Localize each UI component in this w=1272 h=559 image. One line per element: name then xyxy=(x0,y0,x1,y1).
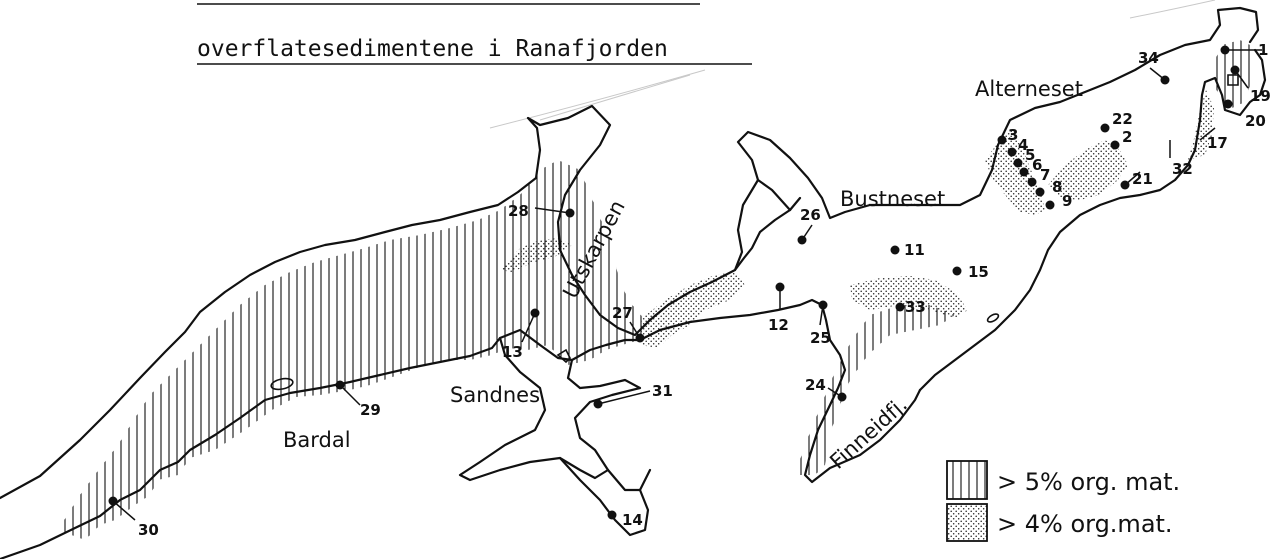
station-marker xyxy=(895,302,905,312)
zone-dotted xyxy=(500,90,1214,348)
title-line-2: overflatesedimentene i Ranafjorden xyxy=(197,36,668,62)
station-label: 12 xyxy=(768,316,789,334)
coastline xyxy=(0,6,1267,559)
legend-label-hatched: > 5% org. mat. xyxy=(997,468,1180,496)
map-title: overflatesedimentene i Ranafjorden xyxy=(197,3,752,65)
station-marker xyxy=(1007,147,1017,157)
station-marker xyxy=(1019,167,1029,177)
station-label: 5 xyxy=(1025,146,1035,164)
station-label: 25 xyxy=(810,329,831,347)
station-label: 4 xyxy=(1018,136,1028,154)
legend: > 5% org. mat. > 4% org.mat. xyxy=(946,460,1180,542)
station-label: 21 xyxy=(1132,170,1153,188)
place-alterneset: Alterneset xyxy=(975,77,1083,101)
station-marker xyxy=(1223,99,1233,109)
station-label: 28 xyxy=(508,202,529,220)
station-label: 3 xyxy=(1008,126,1018,144)
place-bardal: Bardal xyxy=(283,428,351,452)
station-label: 9 xyxy=(1062,192,1072,210)
station-label: 11 xyxy=(904,241,925,259)
station-marker xyxy=(952,266,962,276)
station-label: 1 xyxy=(1258,41,1268,59)
station-label: 6 xyxy=(1032,156,1042,174)
station-label: 24 xyxy=(805,376,826,394)
station-label: 14 xyxy=(622,511,643,529)
faint-marks xyxy=(489,0,1216,129)
stations: 1 2 3 4 5 6 7 8 9 11 12 13 xyxy=(108,41,1271,539)
station-label: 17 xyxy=(1207,134,1228,152)
station-label: 2 xyxy=(1122,128,1132,146)
station-marker xyxy=(1013,158,1023,168)
station-marker xyxy=(1027,177,1037,187)
station-label: 7 xyxy=(1040,166,1050,184)
station-label: 8 xyxy=(1052,178,1062,196)
place-sandnes: Sandnes xyxy=(450,383,540,407)
station-marker xyxy=(997,135,1007,145)
station-label: 34 xyxy=(1138,49,1159,67)
station-label: 13 xyxy=(502,343,523,361)
station-marker xyxy=(1110,140,1120,150)
station-label: 15 xyxy=(968,263,989,281)
station-label: 19 xyxy=(1250,87,1271,105)
station-label: 22 xyxy=(1112,110,1133,128)
legend-swatch-hatched xyxy=(946,460,988,500)
station-label: 30 xyxy=(138,521,159,539)
station-label: 27 xyxy=(612,304,633,322)
station-marker xyxy=(607,510,617,520)
station-marker xyxy=(890,245,900,255)
station-marker xyxy=(1100,123,1110,133)
legend-swatch-dotted xyxy=(946,503,988,542)
station-label: 32 xyxy=(1172,160,1193,178)
zone-hatched xyxy=(58,40,1255,540)
station-label: 20 xyxy=(1245,112,1266,130)
place-bustneset: Bustneset xyxy=(840,187,945,211)
station-marker xyxy=(1045,200,1055,210)
station-label: 31 xyxy=(652,382,673,400)
station-label: 26 xyxy=(800,206,821,224)
station-label: 33 xyxy=(905,298,926,316)
legend-label-dotted: > 4% org.mat. xyxy=(997,510,1173,538)
station-label: 29 xyxy=(360,401,381,419)
station-marker xyxy=(1035,187,1045,197)
